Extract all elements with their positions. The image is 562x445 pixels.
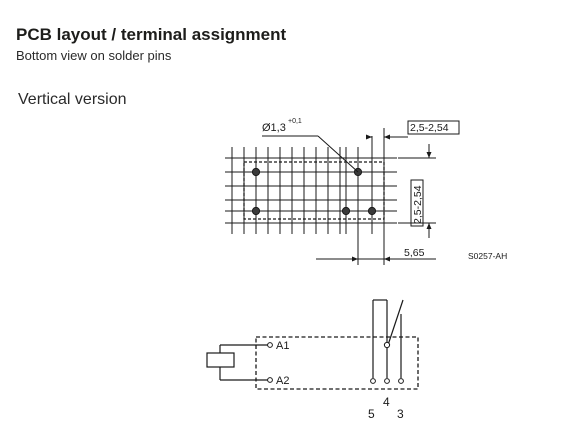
section-heading: Vertical version [18, 91, 127, 108]
top-dimension-label: 2,5-2,54 [410, 122, 449, 134]
top-dimension [366, 120, 460, 265]
pin-label-a2: A2 [276, 375, 289, 387]
pin-label-a1: A1 [276, 340, 289, 352]
pin-label-5: 5 [368, 407, 375, 421]
hole-diameter-label: Ø1,3 [262, 122, 286, 134]
pin-terminal-3 [398, 378, 404, 384]
contact-node-4 [383, 341, 391, 349]
drawing-code: S0257-AH [468, 251, 507, 261]
pcb-relay-outline [243, 161, 385, 220]
pin-terminal-a1 [267, 342, 273, 348]
bottom-dimension-label: 5,65 [404, 247, 425, 259]
schematic-relay-outline [255, 336, 419, 390]
coil-symbol [206, 344, 268, 381]
pcb-grid [225, 147, 397, 234]
hole-tolerance-label: +0,1 [288, 118, 302, 125]
pcb-pin-holes [251, 167, 377, 216]
hole-diameter-leader [262, 135, 359, 173]
pin-terminal-5 [370, 378, 376, 384]
page-subtitle: Bottom view on solder pins [16, 48, 172, 63]
pcb-hole [367, 206, 377, 216]
pin-terminal-a2 [267, 377, 273, 383]
side-dimension-label: 2,5-2,54 [412, 185, 424, 224]
page-title: PCB layout / terminal assignment [16, 25, 287, 44]
pin-terminal-4 [384, 378, 390, 384]
pin-label-4: 4 [383, 395, 390, 409]
contact-symbol [372, 299, 404, 378]
pcb-hole [251, 167, 261, 177]
pcb-hole [251, 206, 261, 216]
pcb-hole [341, 206, 351, 216]
bottom-dimension [316, 228, 436, 265]
pin-label-3: 3 [397, 407, 404, 421]
side-dimension [398, 144, 436, 238]
